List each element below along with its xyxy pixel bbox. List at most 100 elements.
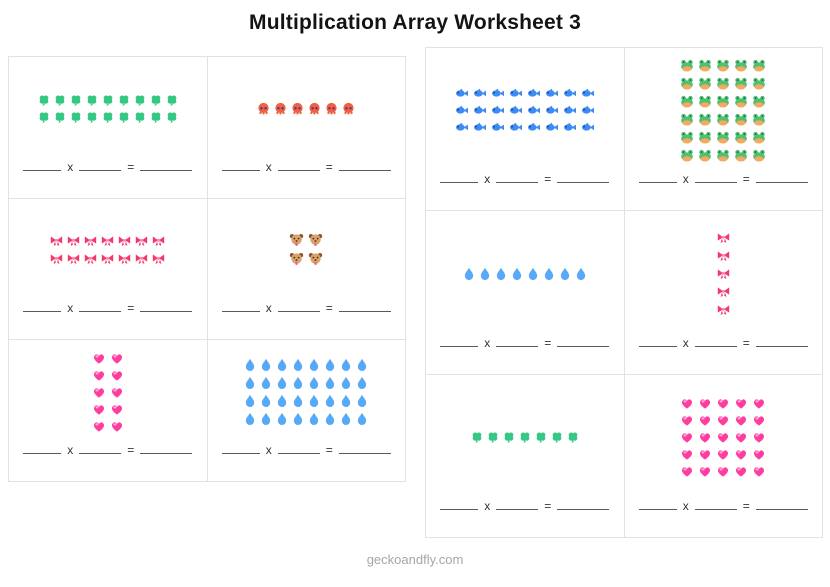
droplet-icon (260, 412, 272, 426)
times-symbol: x (265, 159, 272, 174)
droplet-icon (324, 376, 336, 390)
frog-icon (698, 149, 712, 162)
equation-blank-factor-1 (23, 160, 62, 171)
frog-icon (716, 113, 730, 126)
heart-icon (734, 414, 748, 426)
droplet-icon (340, 394, 352, 408)
octopus-icon (308, 102, 321, 115)
fish-icon (581, 87, 595, 99)
frog-icon (680, 59, 694, 72)
droplet-icon (244, 376, 256, 390)
array-area (9, 199, 207, 302)
clover-icon (487, 431, 499, 443)
octopus-array (257, 102, 355, 115)
dog-face-array (289, 233, 323, 266)
frog-icon (716, 131, 730, 144)
equation-blank-product (140, 160, 193, 171)
equation-blank-factor-2 (496, 172, 539, 184)
equation-blank-product (755, 172, 808, 184)
footer-credit: geckoandfly.com (366, 552, 464, 567)
equation: x= (208, 301, 406, 339)
ribbon-icon (717, 231, 730, 244)
droplet-icon (324, 394, 336, 408)
heart-icon (680, 465, 694, 477)
fish-icon (509, 121, 523, 133)
ribbon-icon (135, 234, 148, 247)
worksheet-cell: x= (9, 340, 208, 482)
equals-symbol: = (325, 301, 333, 316)
equation-blank-factor-2 (496, 336, 539, 347)
array-area (9, 340, 207, 443)
equation-blank-product (338, 301, 391, 313)
fish-icon (581, 104, 595, 116)
droplet-icon (356, 412, 368, 426)
heart-icon (680, 397, 694, 409)
worksheet-cell: x= (9, 57, 208, 199)
heart-icon (716, 414, 730, 426)
ribbon-icon (84, 252, 97, 265)
frog-icon (716, 77, 730, 90)
clover-icon (70, 94, 82, 106)
frog-icon (752, 77, 766, 90)
worksheet-cell: x= (207, 340, 406, 482)
heart-icon (752, 397, 766, 409)
equation-blank-factor-2 (277, 443, 320, 454)
equals-symbol: = (544, 335, 552, 350)
droplet-icon (324, 412, 336, 426)
ribbon-icon (152, 252, 165, 265)
heart-icon (734, 465, 748, 477)
droplet-icon (463, 267, 475, 280)
clover-icon (54, 94, 66, 106)
clover-icon (166, 94, 178, 106)
droplet-icon (244, 394, 256, 408)
times-symbol: x (484, 335, 491, 350)
frog-icon (698, 77, 712, 90)
worksheet-cell: x= (207, 198, 406, 341)
array-area (208, 199, 406, 302)
heart-icon (110, 369, 124, 381)
frog-icon (680, 95, 694, 108)
droplet-icon (260, 376, 272, 390)
droplet-icon (292, 412, 304, 426)
equals-symbol: = (742, 335, 750, 350)
fish-icon (527, 104, 541, 116)
droplet-icon (356, 394, 368, 408)
clover-icon (70, 111, 82, 123)
dog-face-icon (289, 252, 304, 266)
array-area (625, 211, 823, 335)
equation-blank-factor-2 (694, 336, 737, 347)
heart-icon (716, 431, 730, 443)
droplet-icon (244, 358, 256, 372)
droplet-icon (479, 267, 491, 280)
droplet-icon (292, 394, 304, 408)
frog-icon (698, 95, 712, 108)
frog-icon (698, 113, 712, 126)
octopus-icon (291, 102, 304, 115)
heart-icon (716, 448, 730, 460)
frog-icon (734, 149, 748, 162)
equation-blank-product (755, 499, 808, 510)
frog-icon (680, 131, 694, 144)
heart-icon (698, 431, 712, 443)
array-area (208, 340, 406, 443)
frog-icon (698, 131, 712, 144)
clover-icon (535, 431, 547, 443)
page-title: Multiplication Array Worksheet 3 (249, 11, 581, 34)
fish-icon (491, 87, 505, 99)
frog-icon (680, 149, 694, 162)
heart-icon (110, 420, 124, 432)
equation-blank-factor-1 (638, 336, 677, 347)
ribbon-icon (118, 234, 131, 247)
equation-blank-factor-2 (277, 160, 320, 171)
worksheet-cell: x= (426, 211, 625, 375)
droplet-icon (276, 412, 288, 426)
clover-icon (86, 111, 98, 123)
equation-blank-factor-2 (496, 499, 539, 510)
equation: x= (208, 443, 406, 481)
equals-symbol: = (544, 498, 552, 513)
times-symbol: x (265, 301, 272, 316)
droplet-icon (308, 358, 320, 372)
fish-icon (563, 121, 577, 133)
heart-icon (92, 352, 106, 364)
ribbon-icon (717, 285, 730, 298)
